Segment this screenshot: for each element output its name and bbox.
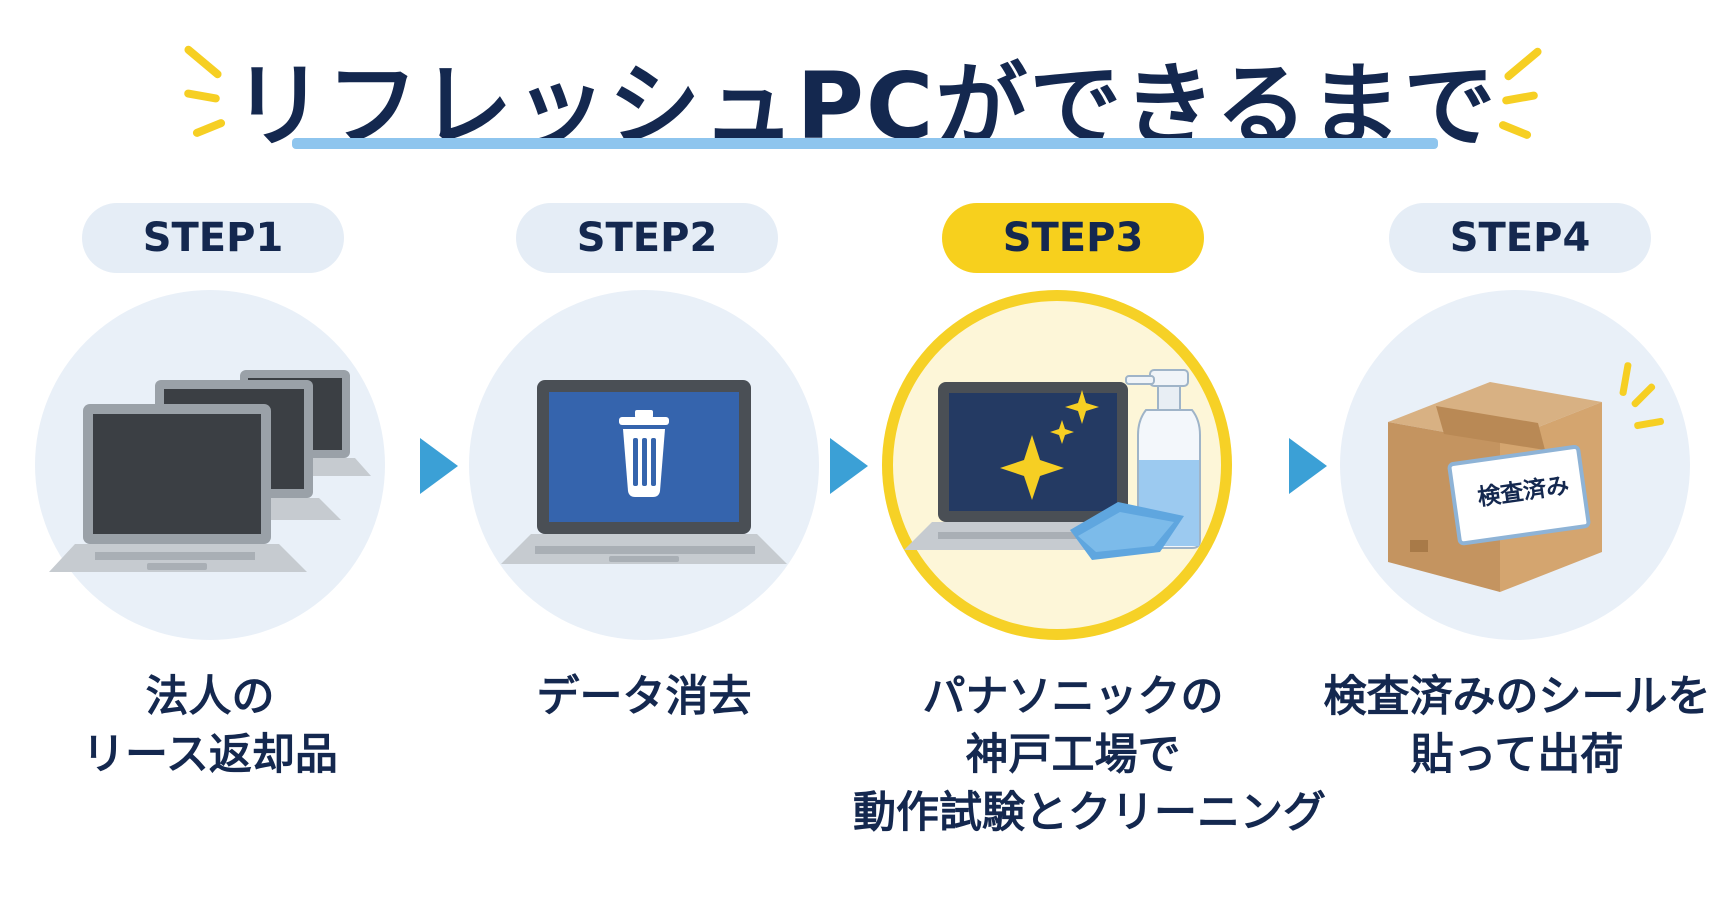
step4-circle: 検査済み [1340,290,1690,640]
sparkle-icon [1000,390,1099,500]
stacked-laptops-icon [49,370,371,572]
data-erase-laptop-icon [501,380,787,564]
trash-can-icon [619,410,669,497]
shipping-box-icon [1388,362,1664,592]
step1-circle [35,290,385,640]
cleaning-laptop-icon [904,369,1201,560]
step3-label: STEP3 [942,203,1204,273]
arrow-3-to-4-icon [1289,438,1327,494]
box-burst-icon [1619,362,1664,430]
title-underline [292,138,1438,149]
step2-circle [469,290,819,640]
step2-caption: データ消去 [536,672,752,722]
step3-caption: パナソニックの 神戸工場で 動作試験とクリーニング [853,672,1326,838]
title-section: リフレッシュPCができるまで [0,0,1730,160]
arrow-1-to-2-icon [420,438,458,494]
step3-circle [882,290,1232,640]
step2-label: STEP2 [516,203,778,273]
step4-caption: 検査済みのシールを 貼って出荷 [1323,672,1711,780]
step1-caption: 法人の リース返却品 [82,672,338,780]
step1-label: STEP1 [82,203,344,273]
cleaning-cloth-icon [1070,502,1184,560]
step4-label: STEP4 [1389,203,1651,273]
arrow-2-to-3-icon [830,438,868,494]
